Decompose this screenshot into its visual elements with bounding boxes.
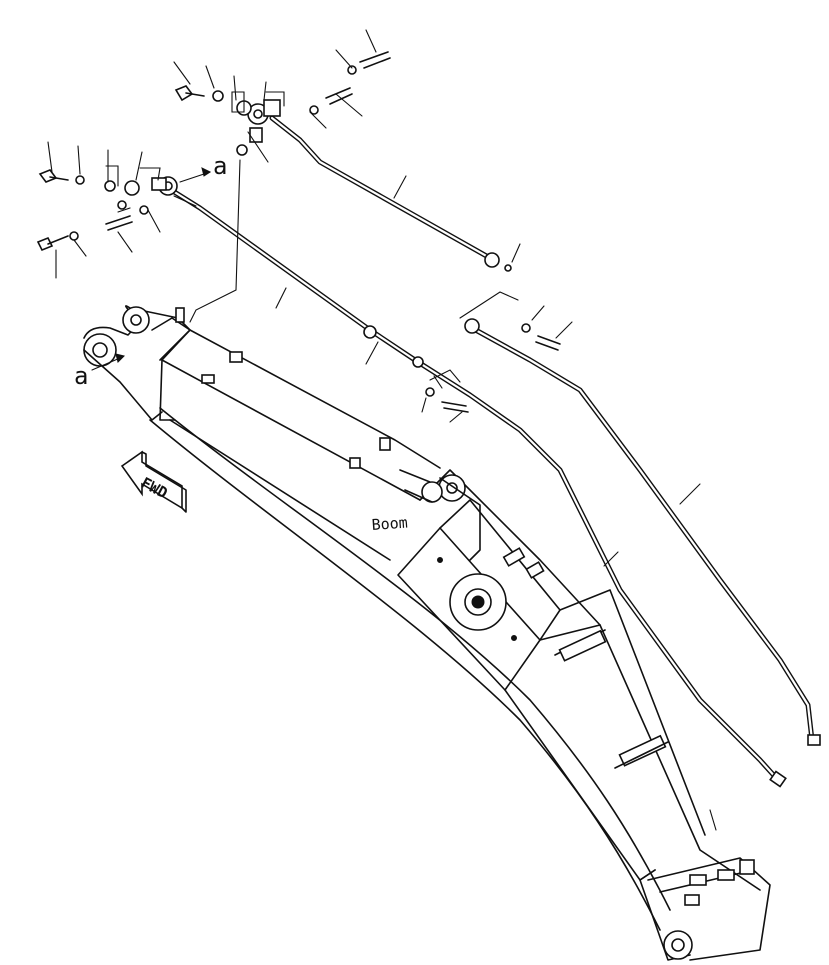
ref-label-a-left: a [74, 362, 88, 390]
fwd-arrow: FWD [120, 450, 187, 513]
boom-label: Boom [371, 514, 408, 534]
leader-lines [47, 29, 701, 567]
boom-structure [83, 305, 771, 961]
pipe-flange-3 [464, 318, 480, 334]
ref-label-a-top: a [213, 152, 227, 180]
hose-block-left [36, 169, 178, 252]
hose-block-upper [174, 51, 391, 156]
reference-lines [91, 159, 519, 383]
pipe-end-2 [807, 734, 821, 746]
clamp-4 [349, 457, 361, 469]
pipe-flange-1 [363, 325, 377, 339]
clamp-2 [201, 374, 215, 384]
clamp-3 [379, 437, 391, 451]
pipe-flange-2 [484, 252, 500, 268]
hardware-center [425, 264, 561, 413]
hydraulic-pipes [165, 115, 821, 788]
clamp-1 [229, 351, 243, 363]
pipe-end-1 [769, 770, 787, 788]
pipe-clamp-5 [412, 356, 424, 368]
